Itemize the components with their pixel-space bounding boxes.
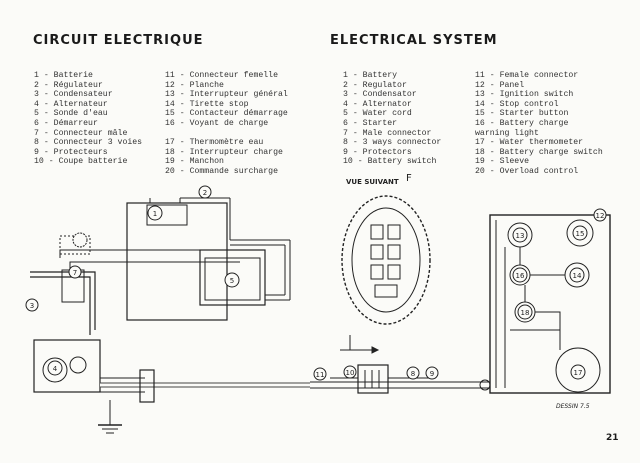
legend-item: 9 - Protecteurs	[34, 147, 108, 157]
panel-switch	[370, 264, 384, 280]
legend-item: 11 - Connecteur femelle	[165, 71, 279, 80]
alternator-housing	[33, 339, 101, 393]
callout-label: 17	[574, 369, 583, 377]
legend-item: 6 - Démarreur	[34, 118, 98, 128]
starter-box	[204, 257, 261, 301]
legend-item: 4 - Alternateur	[34, 99, 108, 109]
regulator-box	[199, 249, 266, 306]
legend-item: 1 - Batterie	[34, 71, 93, 80]
legend-english-column-2: 11 - Female connector 12 - Panel 13 - Ig…	[475, 71, 603, 177]
legend-item: 20 - Commande surcharge	[165, 166, 279, 176]
callout-label: 18	[521, 309, 530, 317]
legend-item: 16 - Voyant de charge	[165, 118, 269, 128]
legend-item: 18 - Battery charge switch	[475, 147, 603, 157]
legend-item: 9 - Protectors	[343, 147, 412, 157]
callout-label: 10	[346, 369, 355, 377]
legend-item: 19 - Manchon	[165, 157, 224, 167]
callout-label: 1	[153, 210, 157, 218]
callout-label: 2	[203, 189, 207, 197]
callout-label: 9	[430, 370, 434, 378]
legend-item: 14 - Tirette stop	[165, 99, 249, 109]
callout-label: 4	[53, 365, 58, 373]
callout-label: 14	[573, 272, 582, 280]
view-letter: F	[406, 173, 412, 184]
legend-item: 10 - Coupe batterie	[34, 157, 128, 167]
legend-item: 18 - Interrupteur charge	[165, 147, 283, 157]
alternator-rotor	[69, 356, 87, 374]
legend-item: 12 - Planche	[165, 80, 224, 90]
legend-item: 12 - Panel	[475, 80, 525, 90]
legend-item: 8 - 3 ways connector	[343, 138, 442, 148]
callout-label: 8	[411, 370, 415, 378]
title-french: CIRCUIT ELECTRIQUE	[33, 33, 204, 48]
panel-switch	[387, 224, 401, 240]
legend-item: 4 - Alternator	[343, 99, 412, 109]
alternator	[42, 357, 68, 383]
legend-item: 7 - Male connector	[343, 128, 432, 138]
title-english: ELECTRICAL SYSTEM	[330, 33, 498, 48]
legend-item: 5 - Sonde d'eau	[34, 109, 108, 119]
battery	[146, 204, 188, 226]
legend-item: 2 - Regulator	[343, 80, 407, 90]
panel-switch	[370, 244, 384, 260]
callout-label: 15	[576, 230, 585, 238]
legend-item: 3 - Condensator	[343, 90, 417, 100]
legend-item: 13 - Ignition switch	[475, 90, 574, 100]
panel-switch	[370, 224, 384, 240]
legend-item: 6 - Starter	[343, 118, 398, 128]
page-number: 21	[606, 433, 619, 443]
legend-item: 1 - Battery	[343, 71, 398, 80]
legend-item: 8 - Connecteur 3 voies	[34, 138, 143, 148]
legend-item: 16 - Battery charge	[475, 118, 569, 128]
sleeve	[139, 369, 155, 403]
legend-item: 17 - Water thermometer	[475, 138, 584, 148]
legend-item: warning light	[475, 128, 539, 138]
drawing-reference: DESSIN 7.5	[556, 403, 590, 410]
water-thermometer	[555, 347, 601, 393]
panel-rear-view	[341, 195, 431, 325]
legend-item: 19 - Sleeve	[475, 157, 530, 167]
callout-label: 11	[316, 371, 325, 379]
view-label: VUE SUIVANT	[346, 178, 399, 186]
legend-english-column-1: 1 - Battery 2 - Regulator 3 - Condensato…	[343, 71, 441, 167]
callout-label: 13	[516, 232, 525, 240]
panel-switch	[387, 264, 401, 280]
legend-item: 15 - Starter button	[475, 109, 569, 119]
callout-label: 16	[516, 272, 525, 280]
legend-item: 14 - Stop control	[475, 99, 559, 109]
legend-item: 20 - Overload control	[475, 166, 579, 176]
legend-item: 11 - Female connector	[475, 71, 579, 80]
three-way-connector	[357, 364, 389, 394]
legend-french-column-1: 1 - Batterie 2 - Régulateur 3 - Condensa…	[34, 71, 142, 167]
legend-item: 2 - Régulateur	[34, 80, 103, 90]
callout-label: 7	[73, 269, 77, 277]
callout-label: 12	[596, 212, 605, 220]
panel-inner	[351, 207, 421, 313]
callout-label: 5	[230, 277, 234, 285]
legend-item: 5 - Water cord	[343, 109, 412, 119]
callout-label: 3	[30, 302, 34, 310]
legend-item: 10 - Battery switch	[343, 157, 437, 167]
panel-switch	[387, 244, 401, 260]
panel-switch	[374, 284, 398, 298]
legend-item: 7 - Connecteur mâle	[34, 128, 128, 138]
starter-button	[566, 219, 594, 247]
legend-item: 13 - Interrupteur général	[165, 90, 288, 100]
legend-item: 17 - Thermomètre eau	[165, 138, 264, 148]
legend-french-column-2: 11 - Connecteur femelle 12 - Planche 13 …	[165, 71, 288, 177]
legend-item: 15 - Contacteur démarrage	[165, 109, 288, 119]
legend-item: 3 - Condensateur	[34, 90, 113, 100]
instrument-panel	[489, 214, 611, 394]
